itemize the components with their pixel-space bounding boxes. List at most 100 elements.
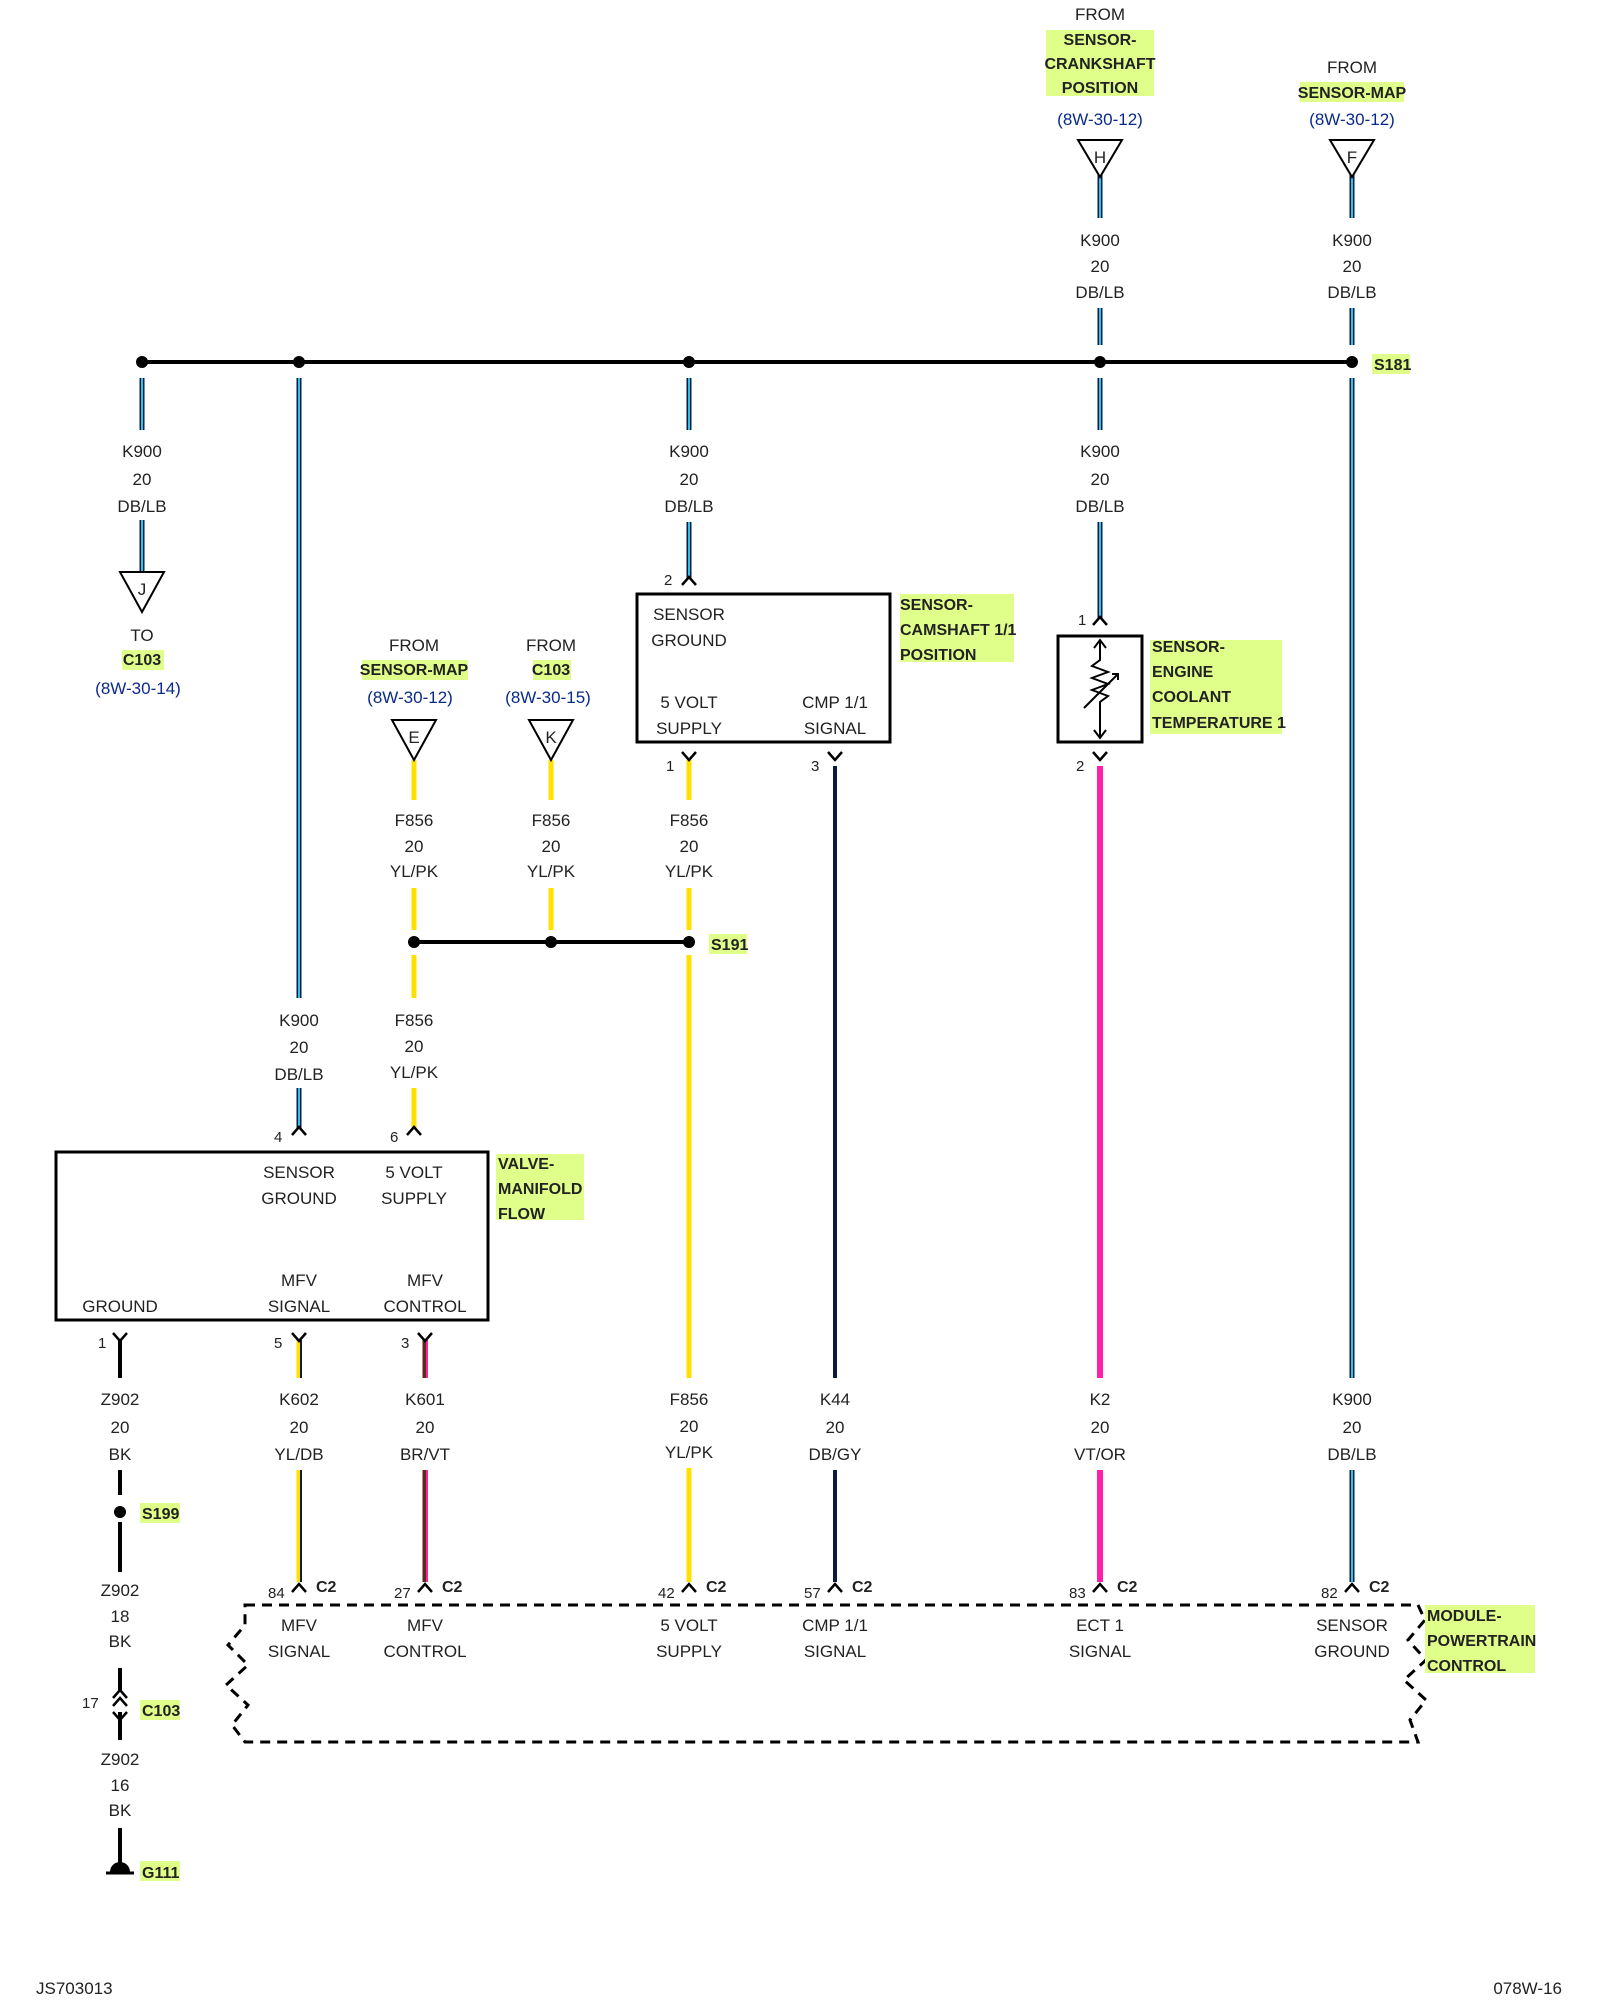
pcm-name-1: MODULE- bbox=[1427, 1608, 1502, 1625]
wire-gauge: 20 bbox=[680, 1417, 699, 1436]
connector-j-triangle bbox=[118, 571, 166, 615]
connector-h-triangle bbox=[1076, 139, 1124, 179]
wire-circuit: K900 bbox=[122, 442, 162, 461]
connector-f-triangle bbox=[1328, 139, 1376, 179]
splice-s191-label: S191 bbox=[711, 937, 748, 954]
cmp-name-1: SENSOR- bbox=[900, 597, 973, 614]
pcm-dashed-outline bbox=[223, 1603, 1429, 1744]
mfv-name-2: MANIFOLD bbox=[498, 1181, 582, 1198]
camshaft-sensor-box bbox=[635, 592, 892, 744]
pcm-pin-label-2: SUPPLY bbox=[656, 1642, 722, 1661]
c103-from-label: FROM bbox=[526, 636, 576, 655]
ground-symbol-icon bbox=[106, 1862, 134, 1875]
wire-gauge: 20 bbox=[1343, 1418, 1362, 1437]
wire-circuit: K900 bbox=[1080, 442, 1120, 461]
to-c103-label: TO bbox=[130, 626, 153, 645]
connector-j-letter: J bbox=[138, 580, 147, 599]
wire-circuit: K601 bbox=[405, 1390, 445, 1409]
wire-circuit: F856 bbox=[395, 1011, 434, 1030]
splices bbox=[114, 356, 1358, 1518]
pin-chevrons bbox=[112, 575, 1360, 1722]
wire-color: BK bbox=[109, 1801, 132, 1820]
wire-color: DB/LB bbox=[1327, 1445, 1376, 1464]
cmp-pin-supply: 1 bbox=[666, 758, 674, 775]
c103-inline-pin: 17 bbox=[82, 1695, 99, 1712]
ect-name-3: COOLANT bbox=[1152, 689, 1231, 706]
connector-k-triangle bbox=[527, 719, 575, 763]
splice-dot bbox=[293, 356, 305, 368]
pcm-pin: 83 bbox=[1069, 1585, 1086, 1602]
cmp-sensor-ground-2: GROUND bbox=[651, 631, 727, 650]
wire-color: YL/PK bbox=[390, 1063, 439, 1082]
wire-gauge: 20 bbox=[1343, 257, 1362, 276]
map-mid-from-label: FROM bbox=[389, 636, 439, 655]
mfv-valve-box bbox=[54, 1150, 490, 1322]
cmp-name-2: CAMSHAFT 1/1 bbox=[900, 622, 1017, 639]
ect-pin-bottom: 2 bbox=[1076, 758, 1084, 775]
mfv-sensor-ground-2: GROUND bbox=[261, 1189, 337, 1208]
splice-s199-label: S199 bbox=[142, 1506, 179, 1523]
ect-name-2: ENGINE bbox=[1152, 664, 1214, 681]
mfv-pin-supply: 6 bbox=[390, 1129, 398, 1146]
wire-color: DB/LB bbox=[664, 497, 713, 516]
splice-dot bbox=[114, 1506, 126, 1518]
footer-left: JS703013 bbox=[36, 1979, 113, 1998]
wire-gauge: 20 bbox=[405, 1037, 424, 1056]
mfv-ground-label: GROUND bbox=[82, 1297, 158, 1316]
pcm-connector-c2: C2 bbox=[1117, 1579, 1138, 1596]
map-top-from-label: FROM bbox=[1327, 58, 1377, 77]
pcm-pin-label-1: CMP 1/1 bbox=[802, 1616, 868, 1635]
pcm-name-3: CONTROL bbox=[1427, 1658, 1506, 1675]
wire-circuit: F856 bbox=[670, 811, 709, 830]
wire-circuit: K900 bbox=[1080, 231, 1120, 250]
wire-color: YL/DB bbox=[274, 1445, 323, 1464]
pcm-pin-label-1: MFV bbox=[281, 1616, 318, 1635]
wire-circuit: F856 bbox=[395, 811, 434, 830]
wire-gauge: 20 bbox=[1091, 1418, 1110, 1437]
wires bbox=[118, 173, 1355, 1868]
pcm-pin: 42 bbox=[658, 1585, 675, 1602]
pcm-pin-label-1: ECT 1 bbox=[1076, 1616, 1124, 1635]
wire-gauge: 20 bbox=[416, 1418, 435, 1437]
splice-dot bbox=[1094, 356, 1106, 368]
wire-circuit: Z902 bbox=[101, 1390, 140, 1409]
ect-pin-top: 1 bbox=[1078, 612, 1086, 629]
c103-inline-name: C103 bbox=[142, 1703, 180, 1720]
wire-color: DB/LB bbox=[1075, 497, 1124, 516]
splice-dot bbox=[545, 936, 557, 948]
mfv-control-1: MFV bbox=[407, 1271, 444, 1290]
mfv-control-2: CONTROL bbox=[383, 1297, 466, 1316]
splice-dot bbox=[1346, 356, 1358, 368]
connector-e-triangle bbox=[390, 719, 438, 763]
wire-color: BK bbox=[109, 1445, 132, 1464]
splice-dot bbox=[408, 936, 420, 948]
mfv-pin-ground: 1 bbox=[98, 1335, 106, 1352]
splice-dot bbox=[683, 356, 695, 368]
mfv-pin-signal: 5 bbox=[274, 1335, 282, 1352]
wire-circuit: K602 bbox=[279, 1390, 319, 1409]
wire-gauge: 20 bbox=[826, 1418, 845, 1437]
pcm-pin: 57 bbox=[804, 1585, 821, 1602]
wire-gauge: 20 bbox=[111, 1418, 130, 1437]
pcm-pin-label-2: SIGNAL bbox=[268, 1642, 330, 1661]
wire-gauge: 20 bbox=[680, 837, 699, 856]
wire-gauge: 20 bbox=[405, 837, 424, 856]
wire-gauge: 20 bbox=[290, 1418, 309, 1437]
wire-circuit: K2 bbox=[1090, 1390, 1111, 1409]
wire-color: YL/PK bbox=[665, 1443, 714, 1462]
mfv-pin-sensor-ground: 4 bbox=[274, 1129, 282, 1146]
wire-color: YL/PK bbox=[527, 862, 576, 881]
to-c103-name: C103 bbox=[123, 652, 161, 669]
wire-color: BR/VT bbox=[400, 1445, 450, 1464]
thermistor-icon bbox=[1083, 638, 1119, 740]
wire-color: DB/LB bbox=[1327, 283, 1376, 302]
pcm-pin-label-2: CONTROL bbox=[383, 1642, 466, 1661]
wire-circuit: F856 bbox=[532, 811, 571, 830]
pcm-pin-label-1: MFV bbox=[407, 1616, 444, 1635]
wire-gauge: 20 bbox=[1091, 470, 1110, 489]
to-c103-ref: (8W-30-14) bbox=[95, 679, 181, 698]
cmp-pin-top: 2 bbox=[664, 572, 672, 589]
connector-k-letter: K bbox=[545, 728, 557, 747]
map-top-ref: (8W-30-12) bbox=[1309, 110, 1395, 129]
